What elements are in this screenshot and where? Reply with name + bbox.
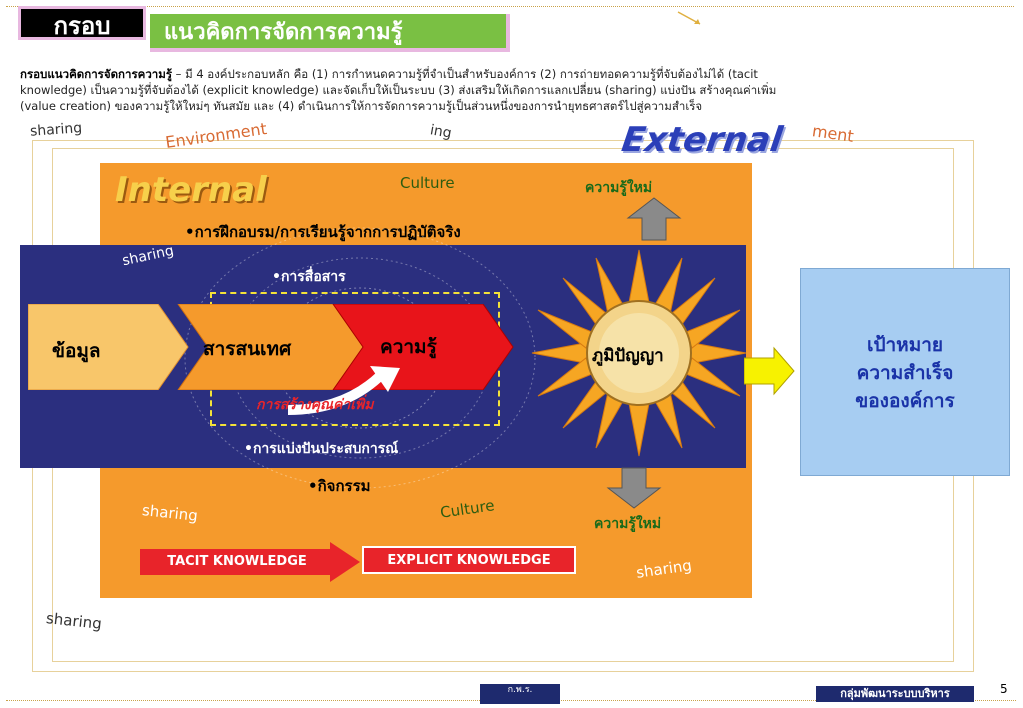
sharing-partial-label: ing bbox=[428, 122, 453, 142]
information-label: สารสนเทศ bbox=[203, 338, 292, 360]
intro-line-1: – มี 4 องค์ประกอบหลัก คือ (1) การกำหนดคว… bbox=[172, 67, 758, 81]
wisdom-label: ภูมิปัญญา bbox=[592, 346, 664, 366]
bullet-activity: •กิจกรรม bbox=[308, 477, 371, 495]
goal-line-2: ความสำเร็จ bbox=[856, 362, 954, 384]
tacit-knowledge-label: TACIT KNOWLEDGE bbox=[167, 554, 307, 569]
internal-label: Internal bbox=[115, 170, 267, 210]
new-knowledge-top: ความรู้ใหม่ bbox=[585, 180, 653, 196]
wisdom-sun-icon bbox=[531, 249, 747, 457]
goal-line-1: เป้าหมาย bbox=[866, 334, 944, 356]
data-label: ข้อมูล bbox=[52, 340, 101, 362]
goal-box: เป้าหมาย ความสำเร็จ ขององค์การ bbox=[800, 268, 1010, 476]
down-arrow-icon bbox=[606, 467, 662, 509]
bullet-sharing-experience: •การแบ่งปันประสบการณ์ bbox=[244, 441, 399, 457]
intro-line-3: (value creation) ของความรู้ให้ใหม่ๆ ทันส… bbox=[20, 99, 703, 113]
knowledge-label: ความรู้ bbox=[380, 336, 437, 358]
up-arrow-icon bbox=[626, 197, 682, 241]
explicit-knowledge-label: EXPLICIT KNOWLEDGE bbox=[362, 546, 576, 574]
new-knowledge-bottom: ความรู้ใหม่ bbox=[594, 516, 662, 532]
arrow-decoration-icon bbox=[677, 11, 701, 25]
page-number: 5 bbox=[1000, 682, 1008, 696]
footer-group-label: กลุ่มพัฒนาระบบบริหาร bbox=[816, 686, 974, 702]
slide-title: แนวคิดการจัดการความรู้ bbox=[150, 14, 510, 52]
right-arrow-icon bbox=[744, 346, 795, 396]
bullet-communication: •การสื่อสาร bbox=[272, 269, 346, 285]
sharing-label-top-left: sharing bbox=[29, 120, 83, 140]
value-creation-label: การสร้างคุณค่าเพิ่ม bbox=[256, 397, 374, 413]
intro-bold: กรอบแนวคิดการจัดการความรู้ bbox=[20, 67, 173, 81]
curved-arrow-icon bbox=[287, 366, 400, 415]
intro-line-2: knowledge) เป็นความรู้ที่จับต้องได้ (exp… bbox=[20, 83, 777, 97]
goal-line-3: ขององค์การ bbox=[855, 390, 955, 412]
intro-paragraph: กรอบแนวคิดการจัดการความรู้ – มี 4 องค์ปร… bbox=[20, 66, 1010, 114]
external-label: External bbox=[619, 120, 785, 160]
bullet-training: •การฝึกอบรม/การเรียนรู้จากการปฏิบัติจริง bbox=[185, 223, 461, 241]
header-divider bbox=[6, 6, 1014, 9]
tacit-arrow bbox=[140, 542, 360, 582]
ocsc-logo: ก.พ.ร. bbox=[480, 684, 560, 704]
frame-tag: กรอบ bbox=[18, 6, 146, 40]
culture-label-top: Culture bbox=[400, 174, 455, 192]
